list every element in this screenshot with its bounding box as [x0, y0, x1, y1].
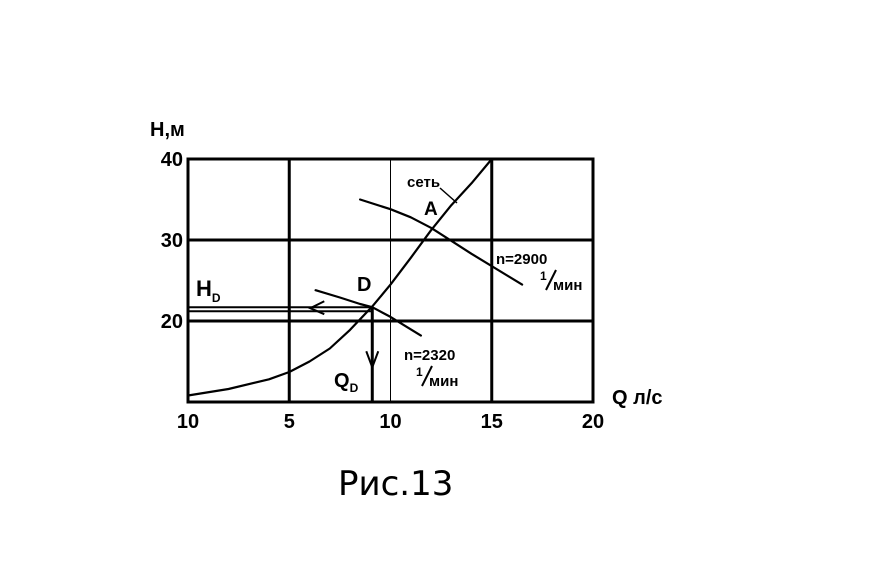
tick-labels: 10 5 10 15 20 40 30 20 [161, 149, 604, 433]
q-d-main: Q [334, 370, 350, 392]
qd-arrowhead [365, 350, 380, 371]
y-tick-label-20: 20 [161, 311, 183, 333]
n2900-unit-denominator: мин [553, 277, 582, 294]
n2900-unit: 1 мин [540, 269, 582, 294]
point-d-label: D [357, 274, 371, 296]
operating-point-arrows [188, 300, 380, 402]
x-tick-label-15: 15 [481, 411, 503, 433]
set-curve-label: сеть [407, 174, 440, 191]
n2320-unit-numerator: 1 [416, 365, 423, 379]
y-tick-label-30: 30 [161, 230, 183, 252]
n2900-unit-numerator: 1 [540, 269, 547, 283]
h-d-main: H [196, 276, 212, 301]
curves [186, 157, 524, 397]
n2320-label: n=2320 [404, 347, 455, 364]
set-curve [186, 157, 493, 397]
pump-curve-n2900 [359, 198, 524, 286]
n2320-unit-denominator: мин [429, 373, 458, 390]
grid [186, 157, 595, 404]
pump-curve-n2320 [314, 289, 422, 337]
x-axis-label: Q л/с [612, 387, 663, 409]
q-d-subscript: D [350, 381, 359, 395]
h-d-label: HD [196, 276, 221, 305]
set-curve-leader [439, 187, 458, 204]
y-axis-label: Н,м [150, 119, 185, 141]
n2320-unit-slash [421, 365, 433, 387]
n2900-unit-slash [545, 269, 557, 291]
y-tick-label-40: 40 [161, 149, 183, 171]
x-tick-label-5: 5 [284, 411, 295, 433]
x-tick-label-20: 20 [582, 411, 604, 433]
q-d-label: QD [334, 370, 359, 395]
x-tick-label-10: 10 [379, 411, 401, 433]
n2320-unit: 1 мин [416, 365, 458, 390]
x-tick-label-0: 10 [177, 411, 199, 433]
figure-caption: Рис.13 [338, 464, 453, 504]
n2900-label: n=2900 [496, 251, 547, 268]
hd-arrowhead [307, 300, 325, 316]
h-d-subscript: D [212, 291, 221, 305]
point-a-label: A [424, 199, 438, 220]
